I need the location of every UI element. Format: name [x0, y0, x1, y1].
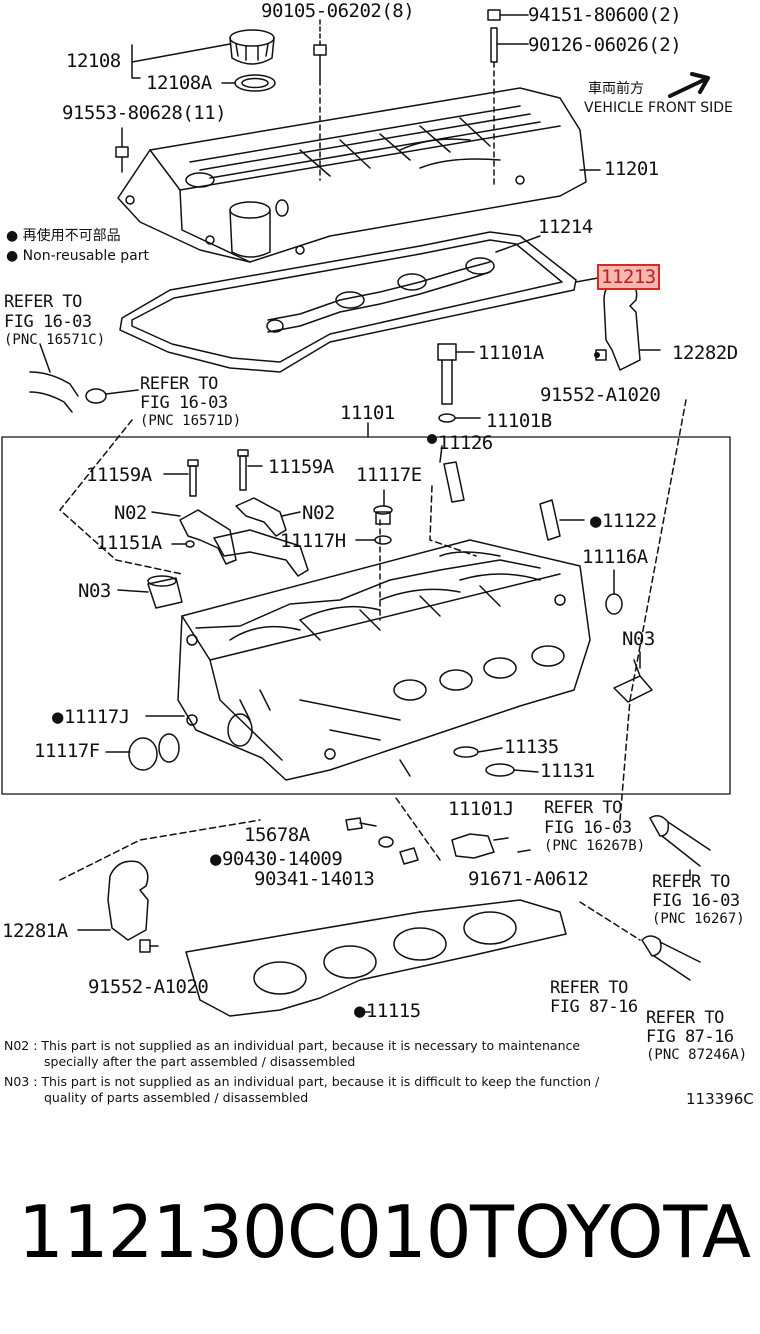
label-12108A: 12108A — [146, 72, 212, 94]
note-N03-line1: N03 : This part is not supplied as an in… — [4, 1074, 600, 1089]
vehicle-front-arrow — [668, 72, 710, 98]
ref6-line2: FIG 87-16 — [646, 1027, 734, 1047]
ref6-pnc: (PNC 87246A) — [646, 1047, 748, 1063]
label-91552-upper: 91552-A1020 — [540, 384, 661, 406]
label-90105: 90105-06202(8) — [261, 0, 415, 22]
ref4-line1: REFER TO — [652, 872, 730, 892]
note-N02-line1: N02 : This part is not supplied as an in… — [4, 1038, 581, 1053]
ref2-line2: FIG 16-03 — [140, 393, 228, 413]
plug-tube-gasket-drawing — [266, 235, 541, 333]
ref4-pnc: (PNC 16267) — [652, 911, 745, 927]
label-11101: 11101 — [340, 402, 395, 424]
cover-gasket-drawing — [119, 231, 577, 373]
label-11101B: 11101B — [486, 410, 552, 432]
label-11117F: 11117F — [34, 740, 100, 762]
legend-en: ● Non-reusable part — [6, 248, 149, 264]
ref1-line1: REFER TO — [4, 292, 82, 312]
box-leader-lines — [105, 445, 641, 773]
ref5-line1: REFER TO — [550, 978, 628, 998]
ref6-line1: REFER TO — [646, 1008, 724, 1028]
label-11213-highlighted[interactable]: 11213 — [597, 264, 660, 290]
footer-part-number: 112130C010 — [18, 1190, 472, 1274]
bracket-12282D-drawing — [595, 281, 661, 371]
label-11159A-right: 11159A — [268, 456, 334, 478]
bolt-90105-drawing — [313, 19, 327, 181]
label-11117E: 11117E — [356, 464, 422, 486]
legend-jp: ● 再使用不可部品 — [6, 228, 121, 244]
label-11159A-left: 11159A — [86, 464, 152, 486]
label-12281A: 12281A — [2, 920, 68, 942]
label-11201: 11201 — [604, 158, 659, 180]
label-15678A: 15678A — [244, 824, 310, 846]
ref1-pnc: (PNC 16571C) — [4, 332, 106, 348]
label-N02-left: N02 — [114, 502, 147, 524]
label-11116A: 11116A — [582, 546, 648, 568]
label-91553: 91553-80628(11) — [62, 102, 227, 124]
label-90126: 90126-06026(2) — [528, 34, 682, 56]
label-11131: 11131 — [540, 760, 595, 782]
label-11135: 11135 — [504, 736, 559, 758]
small-parts-drawing — [128, 461, 653, 777]
note-N02-line2: specially after the part assembled / dis… — [44, 1054, 356, 1069]
label-12108: 12108 — [66, 50, 121, 72]
label-N03-right: N03 — [622, 628, 655, 650]
head-gasket-drawing — [185, 899, 567, 1017]
label-11117J: 11117J — [52, 706, 130, 728]
label-11117H: 11117H — [280, 530, 346, 552]
bolt-91553-drawing — [115, 127, 129, 173]
oil-filler-cap-drawing — [229, 29, 276, 92]
lower-parts-drawing — [59, 797, 711, 981]
ref4-line2: FIG 16-03 — [652, 891, 740, 911]
legend-dot-icon: ● — [6, 228, 23, 244]
head-assembly-box — [1, 436, 731, 795]
label-11151A: 11151A — [96, 532, 162, 554]
bracket-12281A-drawing — [77, 860, 159, 953]
figure-code: 113396C — [686, 1090, 754, 1108]
footer-brand: TOYOTA — [470, 1190, 752, 1274]
stud-90126-drawing — [487, 9, 529, 186]
ref2-line1: REFER TO — [140, 374, 218, 394]
cylinder-head-drawing — [177, 539, 591, 781]
label-91552-lower: 91552-A1020 — [88, 976, 209, 998]
label-11122: 11122 — [590, 510, 657, 532]
bolt-11101A-drawing — [437, 343, 481, 423]
label-11126: 11126 — [438, 432, 493, 454]
label-90430: 90430-14009 — [210, 848, 343, 870]
cylinder-head-cover-drawing — [117, 87, 601, 263]
legend-dot-icon: ● — [6, 248, 23, 264]
ref3-line1: REFER TO — [544, 798, 622, 818]
label-11115: 11115 — [354, 1000, 421, 1022]
leader-12108 — [131, 43, 231, 63]
ref5-line2: FIG 87-16 — [550, 997, 638, 1017]
label-11101A: 11101A — [478, 342, 544, 364]
note-N03-line2: quality of parts assembled / disassemble… — [44, 1090, 309, 1105]
label-N02-right: N02 — [302, 502, 335, 524]
vehicle-front-jp: 車両前方 — [588, 81, 644, 97]
label-N03-left: N03 — [78, 580, 111, 602]
label-11214: 11214 — [538, 216, 593, 238]
label-12282D: 12282D — [672, 342, 738, 364]
ref3-pnc: (PNC 16267B) — [544, 838, 646, 854]
label-91671: 91671-A0612 — [468, 868, 589, 890]
ref3-line2: FIG 16-03 — [544, 818, 632, 838]
hose-16571-drawing — [29, 343, 139, 413]
label-11101J: 11101J — [448, 798, 514, 820]
ref2-pnc: (PNC 16571D) — [140, 413, 242, 429]
label-94151: 94151-80600(2) — [528, 4, 682, 26]
leader-11213 — [575, 277, 599, 283]
vehicle-front-en: VEHICLE FRONT SIDE — [584, 100, 733, 116]
label-90341: 90341-14013 — [254, 868, 375, 890]
bearing-cap-drawing — [179, 449, 309, 577]
ref1-line2: FIG 16-03 — [4, 312, 92, 332]
